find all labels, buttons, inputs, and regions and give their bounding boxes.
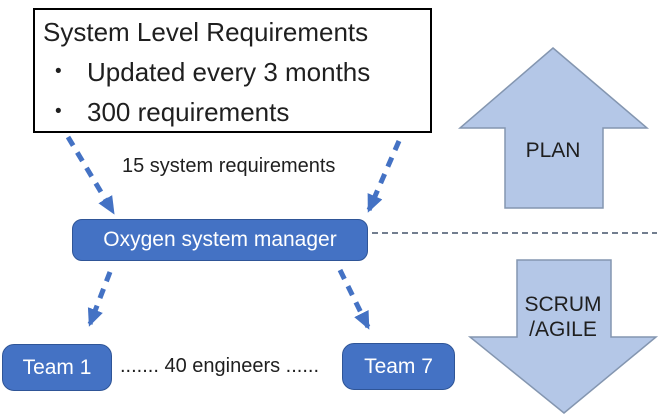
scrum-label-line-1: SCRUM xyxy=(524,293,602,316)
plan-up-arrow xyxy=(457,47,650,209)
requirements-title: System Level Requirements xyxy=(43,17,369,47)
plan-arrow-label: PLAN xyxy=(525,139,581,162)
dashed-arrow-top-right xyxy=(366,140,402,213)
requirements-bullet-2-text: 300 requirements xyxy=(87,97,290,127)
fifteen-requirements-label: 15 system requirements xyxy=(122,155,336,177)
bullet-icon: • xyxy=(55,61,62,82)
scrum-label-line-2: /AGILE xyxy=(529,318,597,341)
team-1-box: Team 1 xyxy=(2,344,112,391)
requirements-bullet-1-text: Updated every 3 months xyxy=(87,57,371,87)
requirements-bullet-2: • 300 requirements xyxy=(43,92,422,132)
dashed-arrow-bottom-right xyxy=(337,268,371,330)
requirements-bullet-1: • Updated every 3 months xyxy=(43,52,422,92)
dashed-arrow-top-left xyxy=(65,135,116,215)
forty-engineers-label: ....... 40 engineers ...... xyxy=(120,355,319,377)
scrum-agile-arrow-label: SCRUM /AGILE xyxy=(513,292,613,342)
bullet-icon: • xyxy=(55,101,62,122)
scrum-down-arrow xyxy=(467,259,659,414)
team-7-box: Team 7 xyxy=(342,343,455,390)
system-requirements-box: System Level Requirements • Updated ever… xyxy=(33,8,432,133)
oxygen-system-manager-box: Oxygen system manager xyxy=(72,219,368,261)
dashed-arrow-bottom-left xyxy=(87,271,113,327)
